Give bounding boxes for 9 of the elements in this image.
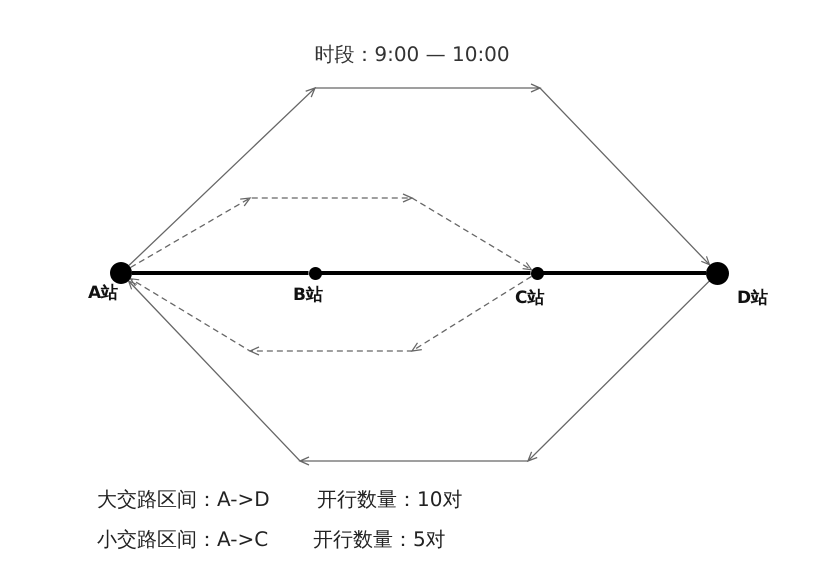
station-label: C站 xyxy=(515,288,544,308)
route-info-text: 小交路区间：A->C xyxy=(97,527,268,551)
station-label: A站 xyxy=(88,283,118,303)
route-info-text: 大交路区间：A->D xyxy=(97,487,270,511)
station-label: B站 xyxy=(293,284,323,304)
route-info-text: 开行数量：5对 xyxy=(313,527,446,551)
time-period-title: 时段：9:00 — 10:00 xyxy=(314,42,510,66)
station-label: D站 xyxy=(737,288,768,308)
route-info-text: 开行数量：10对 xyxy=(317,487,462,511)
